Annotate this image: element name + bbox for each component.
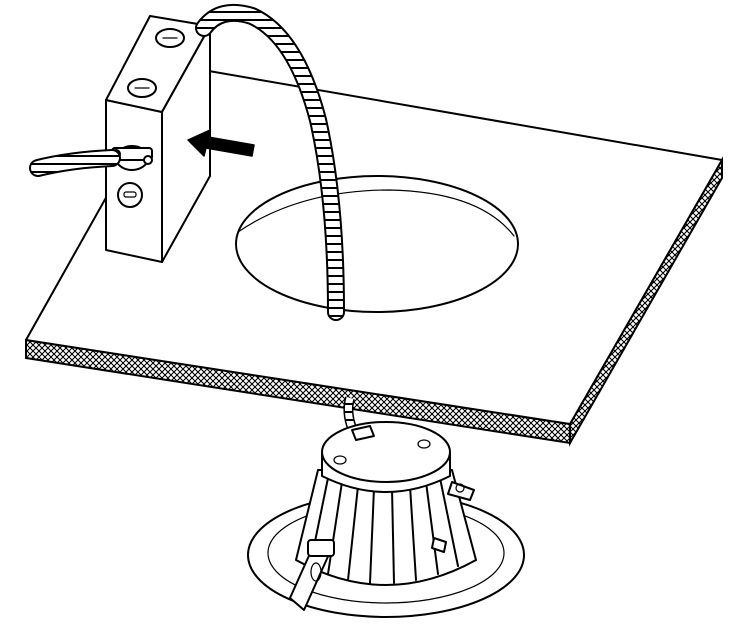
hole-conduit	[195, 4, 345, 321]
heat-sink-fins	[309, 477, 459, 584]
ceiling-cutout-hole	[235, 175, 519, 313]
spring-clip-right	[447, 481, 475, 501]
knockout-icon	[127, 78, 157, 98]
knockout-icon	[117, 182, 143, 208]
spring-clip-left	[289, 539, 335, 611]
knockout-icon	[155, 28, 185, 48]
fixture-driver-cap	[321, 421, 451, 483]
junction-box-side	[161, 25, 211, 263]
downlight-fixture	[247, 421, 525, 618]
junction-box-front	[105, 99, 163, 263]
arrow-left-icon	[187, 129, 255, 157]
fixture-wire	[343, 396, 357, 430]
side-conduit	[29, 149, 121, 177]
junction-box	[105, 15, 211, 263]
cutout-inner-edge	[237, 189, 515, 237]
